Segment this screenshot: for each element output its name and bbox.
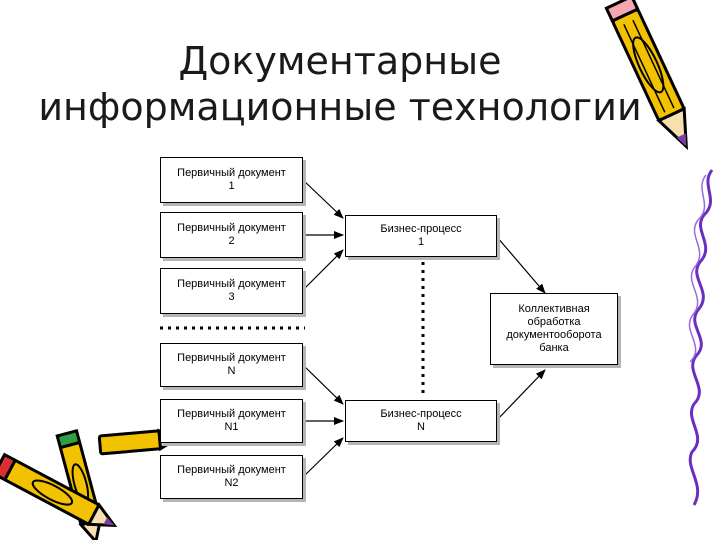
- document-label: Первичный документ: [177, 278, 286, 290]
- arrow-doc3-process1: [302, 249, 344, 291]
- process-number: N: [417, 421, 425, 433]
- document-number: N1: [224, 421, 239, 433]
- document-label: Первичный документ: [177, 222, 286, 234]
- collective-processing-box: Коллективная обработка документооборота …: [490, 293, 618, 365]
- document-box-N: Первичный документ N: [160, 343, 303, 387]
- document-number: 2: [228, 235, 235, 247]
- arrow-process1-result: [496, 236, 546, 294]
- document-label: Первичный документ: [177, 408, 286, 420]
- title-line-2: информационные технологии: [38, 85, 642, 129]
- document-box-2: Первичный документ 2: [160, 212, 303, 258]
- result-line-3: документооборота: [506, 329, 602, 341]
- slide-title: Документарные информационные технологии: [0, 38, 680, 130]
- business-process-box-N: Бизнес-процесс N: [345, 400, 497, 442]
- title-line-1: Документарные: [178, 39, 502, 83]
- arrow-docN-processN: [302, 364, 344, 405]
- process-label: Бизнес-процесс: [380, 223, 462, 235]
- process-label: Бизнес-процесс: [380, 408, 462, 420]
- document-box-1: Первичный документ 1: [160, 157, 303, 203]
- document-label: Первичный документ: [177, 352, 286, 364]
- document-label: Первичный документ: [177, 167, 286, 179]
- arrow-doc1-process1: [302, 179, 344, 219]
- document-box-N2: Первичный документ N2: [160, 455, 303, 499]
- document-box-3: Первичный документ 3: [160, 268, 303, 314]
- result-line-1: Коллективная: [518, 303, 590, 315]
- arrow-processN-result: [496, 369, 546, 421]
- document-number: N: [227, 365, 236, 377]
- process-number: 1: [417, 236, 425, 248]
- arrow-docN2-processN: [302, 437, 344, 478]
- business-process-box-1: Бизнес-процесс 1: [345, 215, 497, 257]
- crossed-pencils-icon: [0, 428, 182, 540]
- result-line-2: обработка: [527, 316, 581, 328]
- pencil-icon: [604, 0, 688, 151]
- document-number: N2: [224, 477, 239, 489]
- result-line-4: банка: [539, 342, 569, 354]
- document-number: 1: [228, 180, 235, 192]
- document-box-N1: Первичный документ N1: [160, 399, 303, 443]
- squiggle-decoration-inner: [688, 174, 707, 363]
- document-number: 3: [228, 291, 235, 303]
- document-label: Первичный документ: [177, 464, 286, 476]
- squiggle-decoration: [688, 169, 714, 506]
